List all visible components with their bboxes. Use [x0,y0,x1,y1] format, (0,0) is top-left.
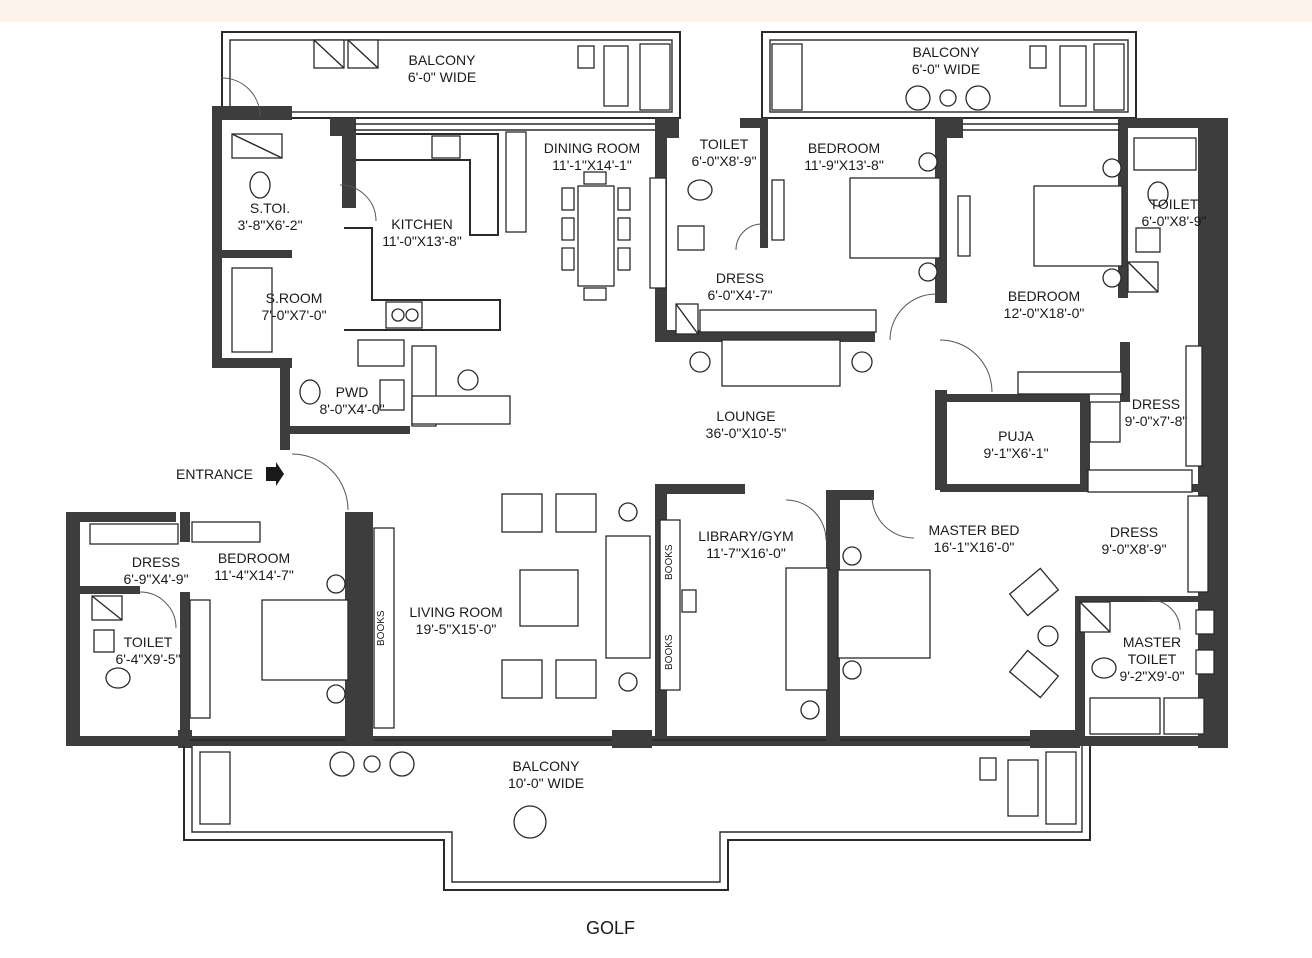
room-dims: 6'-0"X8'-9" [691,153,757,169]
room-name-2: TOILET [1127,651,1177,667]
room-dims: 11'-0"X13'-8" [382,233,462,249]
room-dims: 12'-0"X18'-0" [1003,305,1085,321]
room-name: MASTER BED [928,522,1020,538]
entrance-label: ENTRANCE [176,466,254,482]
room-name: TOILET [1149,196,1199,212]
room-dims: 6'-4"X9'-5" [115,651,181,667]
balcony-top-left-outline [221,31,681,119]
room-label-master-toilet: MASTER TOILET 9'-2"X9'-0" [1119,634,1184,685]
room-name: PWD [335,384,369,400]
room-label-toilet-1: TOILET 6'-0"X8'-9" [691,136,756,170]
room-name: DRESS [131,554,181,570]
room-name: LOUNGE [716,408,776,424]
room-label-puja: PUJA 9'-1"X6'-1" [983,428,1048,462]
room-dims: 6'-0"X8'-9" [1141,213,1207,229]
room-name: DINING ROOM [543,140,641,156]
room-name: BEDROOM [217,550,291,566]
room-label-servant-toilet: S.TOI. 3'-8"X6'-2" [237,200,302,234]
room-name: MASTER [1122,634,1182,650]
room-dims: 36'-0"X10'-5" [705,425,787,441]
room-dims: 9'-1"X6'-1" [983,445,1049,461]
room-label-bedroom-3: BEDROOM 11'-4"X14'-7" [214,550,294,584]
room-name: DRESS [1131,396,1181,412]
room-dims: 9'-0"X8'-9" [1101,541,1167,557]
room-label-balcony-bottom: BALCONY 10'-0" WIDE [508,758,584,792]
room-dims: 9'-0"x7'-8" [1124,413,1188,429]
room-dims: 6'-0" WIDE [407,69,477,85]
room-label-dress-1: DRESS 6'-0"X4'-7" [707,270,772,304]
room-label-kitchen: KITCHEN 11'-0"X13'-8" [382,216,462,250]
room-name: TOILET [699,136,749,152]
room-label-living: LIVING ROOM 19'-5"X15'-0" [409,604,502,638]
room-dims: 7'-0"X7'-0" [261,307,327,323]
room-label-master-bed: MASTER BED 16'-1"X16'-0" [928,522,1019,556]
room-dims: 6'-0" WIDE [911,61,981,77]
golf-label: GOLF [586,918,636,938]
room-name: DRESS [1109,524,1159,540]
room-dims: 11'-7"X16'-0" [706,545,786,561]
room-name: LIBRARY/GYM [698,528,794,544]
room-name: S.ROOM [265,290,323,306]
room-dims: 9'-2"X9'-0" [1119,668,1185,684]
room-name: BALCONY [408,52,476,68]
room-name: KITCHEN [391,216,453,232]
balcony-top-right-rail [769,39,1129,113]
room-label-balcony-top-right: BALCONY 6'-0" WIDE [912,44,980,78]
room-label-bedroom-1: BEDROOM 11'-9"X13'-8" [804,140,884,174]
room-name: LIVING ROOM [409,604,503,620]
room-dims: 11'-4"X14'-7" [214,567,294,583]
room-name: BEDROOM [807,140,881,156]
room-label-toilet-3: TOILET 6'-4"X9'-5" [115,634,180,668]
room-name: PUJA [998,428,1034,444]
room-dims: 16'-1"X16'-0" [933,539,1015,555]
room-label-dress-3: DRESS 6'-9"X4'-9" [123,554,188,588]
room-dims: 11'-1"X14'-1" [552,157,632,173]
room-dims: 3'-8"X6'-2" [237,217,303,233]
room-label-dining: DINING ROOM 11'-1"X14'-1" [544,140,640,174]
doors [139,77,1181,631]
books-label-library-bottom: BOOKS [664,634,675,670]
room-dims: 6'-0"X4'-7" [707,287,773,303]
books-label-library-top: BOOKS [664,544,675,580]
balcony-bottom-outline [183,746,1091,891]
room-name: BALCONY [912,44,980,60]
room-dims: 10'-0" WIDE [507,775,585,791]
top-strip [0,0,1312,22]
room-label-bedroom-2: BEDROOM 12'-0"X18'-0" [1004,288,1085,322]
walls [66,31,1228,748]
room-name: TOILET [123,634,173,650]
room-name: BEDROOM [1007,288,1081,304]
books-label-living: BOOKS [376,610,387,646]
room-dims: 8'-0"X4'-0" [319,401,385,417]
room-label-library: LIBRARY/GYM 11'-7"X16'-0" [698,528,793,562]
room-label-dress-master: DRESS 9'-0"X8'-9" [1101,524,1166,558]
room-label-lounge: LOUNGE 36'-0"X10'-5" [706,408,787,442]
room-dims: 11'-9"X13'-8" [804,157,884,173]
room-label-toilet-2: TOILET 6'-0"X8'-9" [1141,196,1206,230]
room-label-pwd: PWD 8'-0"X4'-0" [319,384,384,418]
room-label-servant-room: S.ROOM 7'-0"X7'-0" [261,290,326,324]
furniture [89,39,1215,839]
room-dims: 6'-9"X4'-9" [123,571,189,587]
room-label-balcony-top-left: BALCONY 6'-0" WIDE [408,52,476,86]
room-name: S.TOI. [249,200,291,216]
room-dims: 19'-5"X15'-0" [415,621,497,637]
room-name: BALCONY [512,758,580,774]
room-label-dress-2: DRESS 9'-0"x7'-8" [1125,396,1188,430]
balcony-top-left-rail [229,39,673,113]
room-name: DRESS [715,270,765,286]
